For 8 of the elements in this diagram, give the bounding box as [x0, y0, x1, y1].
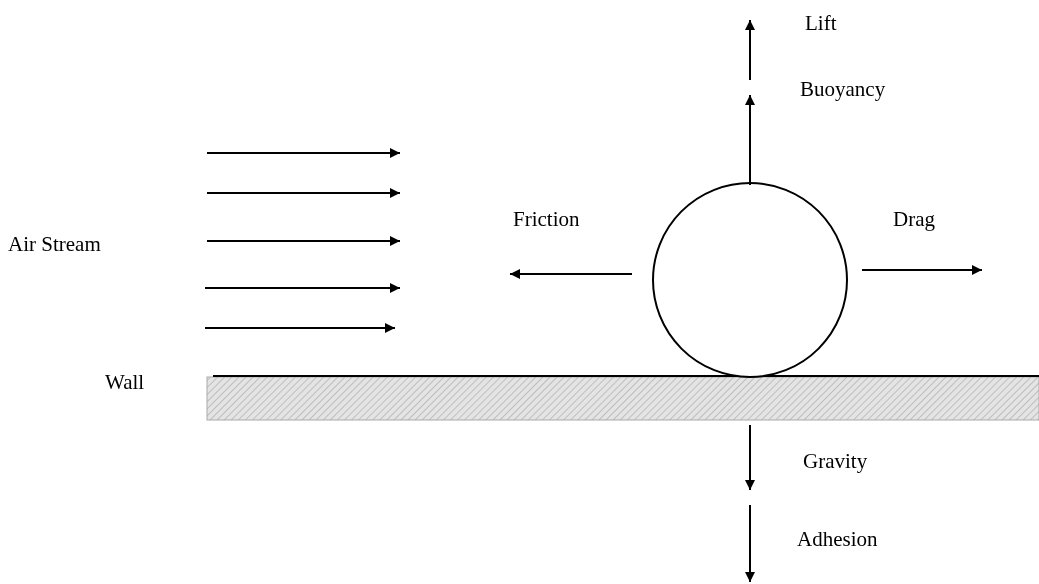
force-label: Friction [513, 208, 580, 232]
wall-label: Wall [105, 371, 145, 395]
force-label: Adhesion [797, 528, 878, 552]
flow-label: Air Stream [8, 233, 101, 257]
force-label: Buoyancy [800, 78, 886, 102]
force-label: Gravity [803, 450, 868, 474]
force-label: Drag [893, 208, 935, 232]
force-label: Lift [805, 12, 837, 36]
